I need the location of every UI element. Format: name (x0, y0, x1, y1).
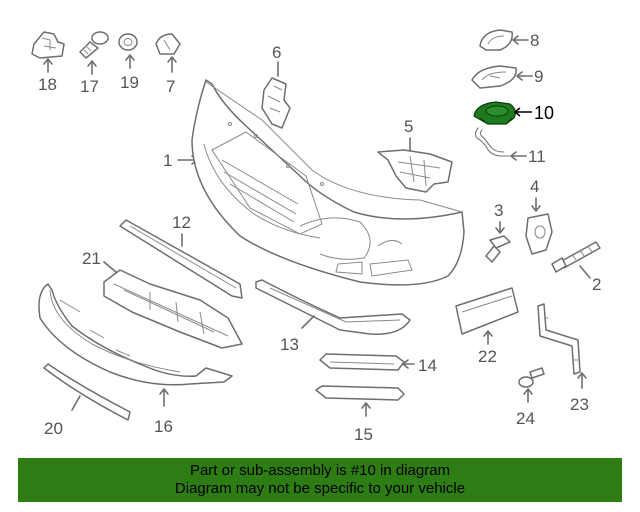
part-16-lower-spoiler[interactable] (38, 283, 233, 386)
part-19-washer[interactable] (118, 33, 138, 69)
callout-4: 4 (530, 177, 539, 196)
callout-17: 17 (80, 77, 99, 96)
part-12-strip[interactable] (119, 219, 243, 299)
callout-22: 22 (478, 347, 497, 366)
part-22-plate-bracket[interactable] (455, 287, 519, 335)
part-23-bracket[interactable] (537, 303, 581, 375)
part-14-trim[interactable] (319, 353, 405, 371)
callout-24: 24 (516, 409, 535, 428)
callout-8: 8 (530, 31, 539, 50)
callout-13: 13 (280, 335, 299, 354)
callout-14: 14 (418, 356, 437, 375)
callout-9: 9 (534, 67, 543, 86)
callout-23: 23 (570, 395, 589, 414)
callout-19: 19 (120, 73, 139, 92)
banner-line-1: Part or sub-assembly is #10 in diagram (189, 462, 451, 479)
callout-16: 16 (154, 417, 173, 436)
callout-1: 1 (163, 151, 172, 170)
part-18-clip[interactable] (31, 31, 65, 73)
callout-21: 21 (82, 249, 101, 268)
part-8-trim[interactable] (479, 29, 513, 51)
callout-12: 12 (172, 213, 191, 232)
part-20-strip[interactable] (43, 363, 131, 421)
part-2-stud-bolt[interactable] (551, 241, 601, 273)
part-15-trim[interactable] (315, 385, 405, 401)
callout-15: 15 (354, 425, 373, 444)
callout-2: 2 (592, 275, 601, 294)
part-9-trim[interactable] (471, 65, 517, 89)
callout-10: 10 (534, 103, 554, 123)
part-21-reinforcement[interactable] (103, 269, 243, 349)
callout-20: 20 (44, 419, 63, 438)
info-banner: Part or sub-assembly is #10 in diagram D… (18, 458, 622, 502)
part-6-bracket[interactable] (261, 77, 291, 129)
callout-18: 18 (38, 75, 57, 94)
part-24-screw[interactable] (518, 367, 545, 388)
callout-5: 5 (404, 117, 413, 136)
callout-7: 7 (166, 77, 175, 96)
part-11-wire[interactable] (474, 127, 511, 157)
callout-11: 11 (528, 147, 546, 166)
part-17-screw[interactable] (79, 31, 109, 75)
part-5-bracket[interactable] (377, 149, 453, 193)
part-7-cap[interactable] (155, 33, 181, 73)
callout-6: 6 (272, 43, 281, 62)
callout-3: 3 (494, 201, 503, 220)
parts-diagram: 18 17 19 7 6 1 (31, 29, 601, 444)
part-1-bumper-cover[interactable] (191, 79, 465, 286)
banner-line-2: Diagram may not be specific to your vehi… (174, 480, 466, 497)
part-10-cover-highlighted[interactable] (473, 101, 516, 125)
part-3-bolt[interactable] (485, 235, 511, 263)
part-13-grille-trim[interactable] (255, 279, 411, 335)
part-4-sensor-mount[interactable] (525, 213, 553, 255)
